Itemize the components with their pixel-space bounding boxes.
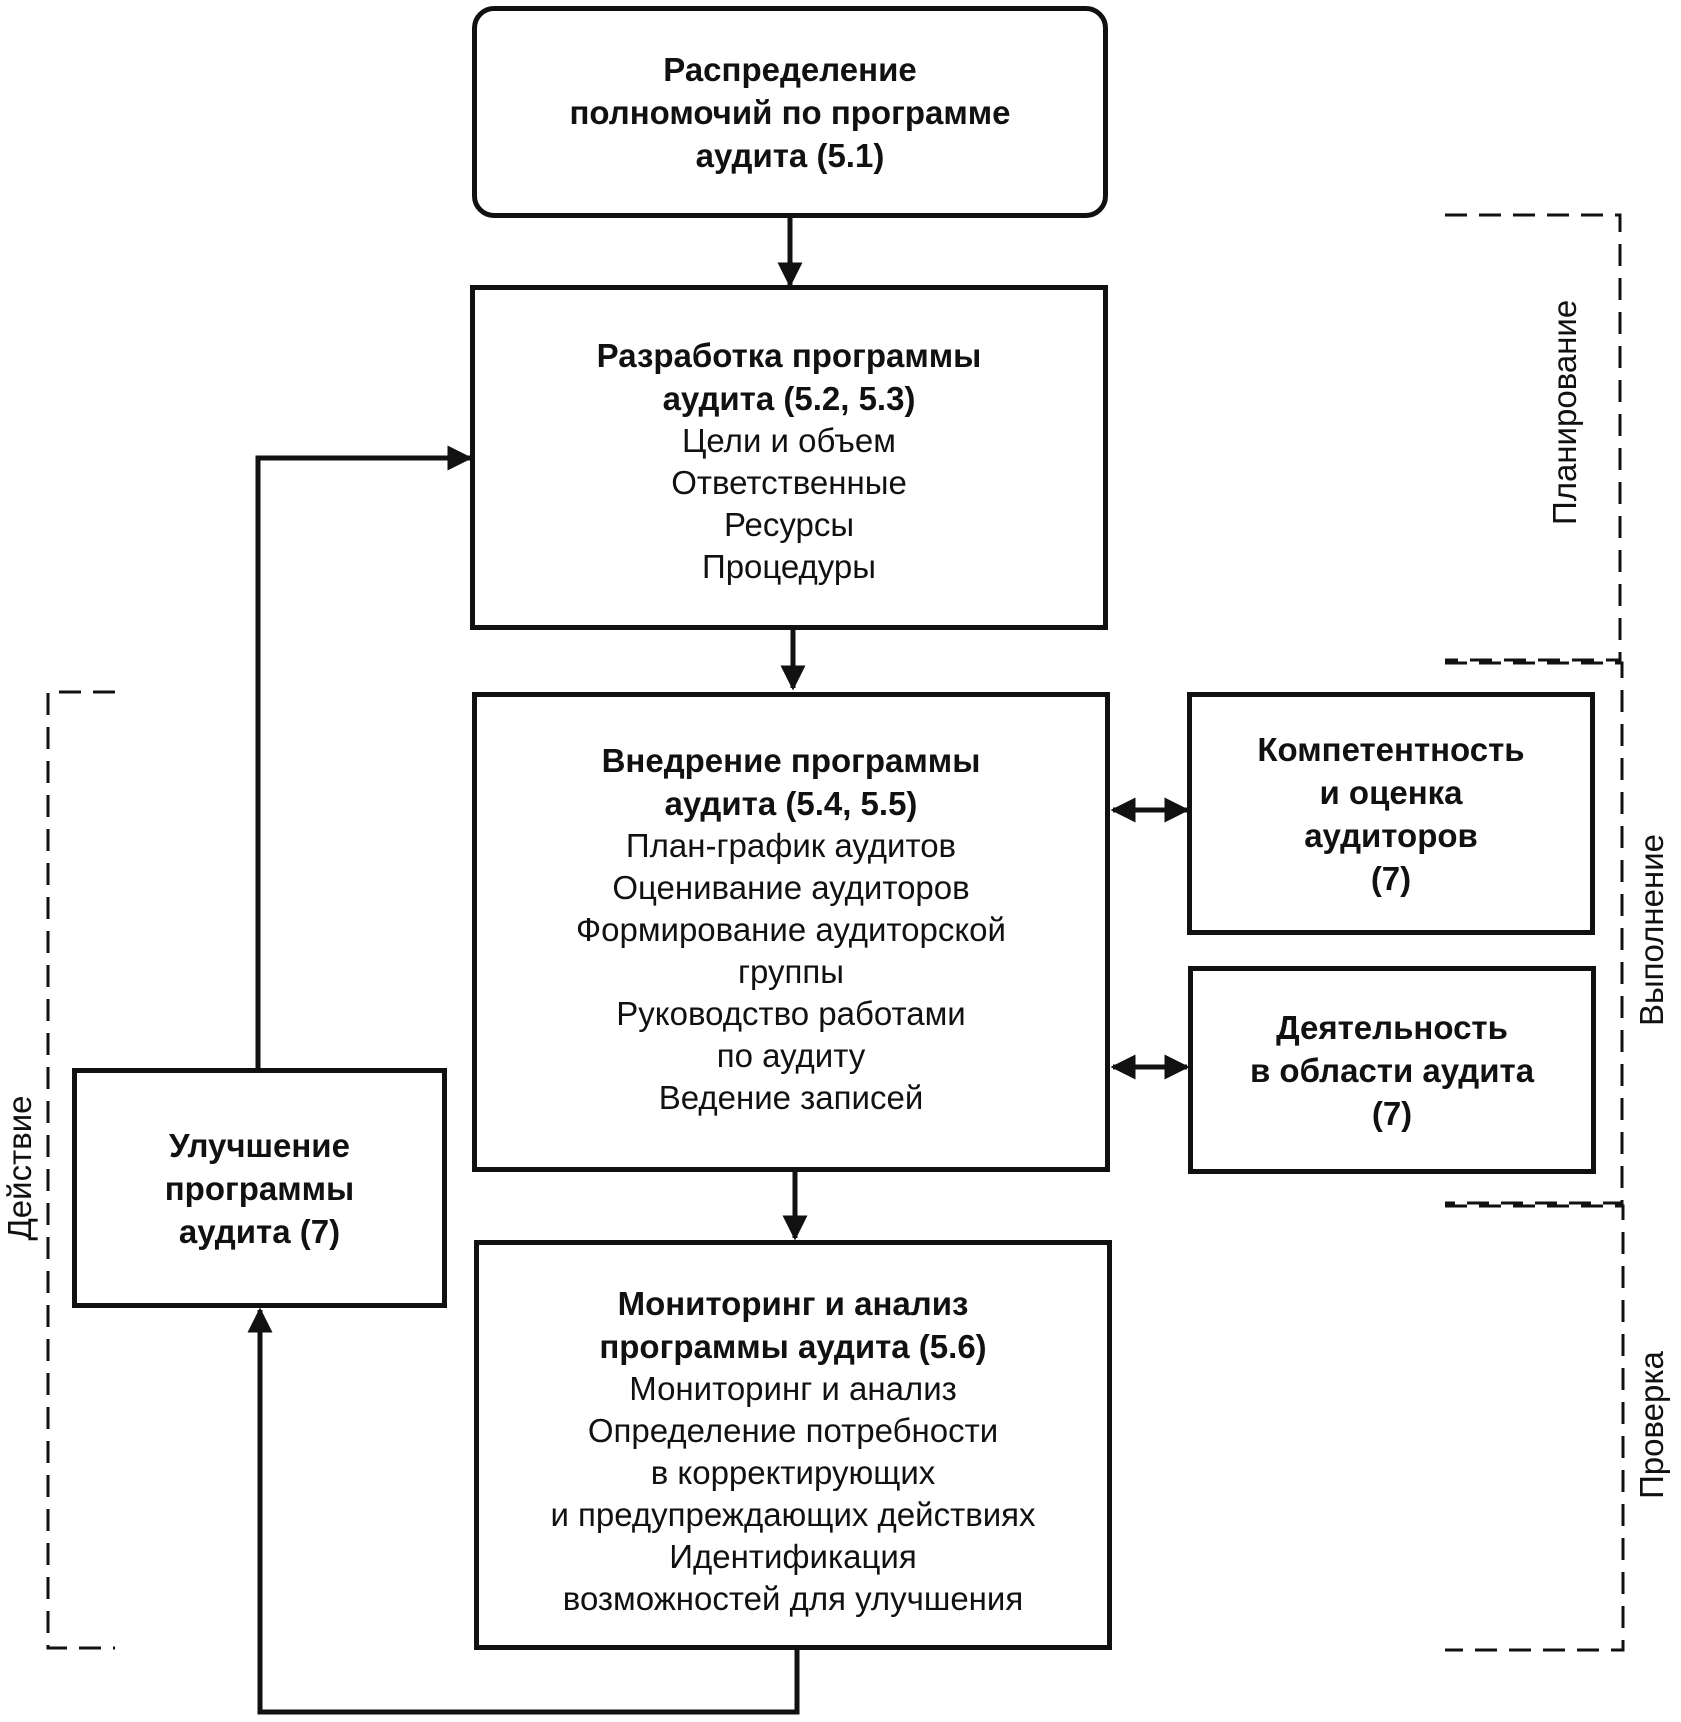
develop-box: Разработка программы аудита (5.2, 5.3) Ц… — [470, 285, 1108, 630]
monitoring-item: Мониторинг и анализ — [629, 1370, 957, 1407]
arrow-monitoring-to-improve — [247, 1307, 800, 1715]
phase-label-planning: Планирование — [1546, 299, 1583, 525]
implement-items: План-график аудитов Оценивание аудиторов… — [576, 825, 1006, 1119]
implement-item: Руководство работами по аудиту — [616, 995, 966, 1074]
authority-title: Распределение полномочий по программе ау… — [569, 50, 1011, 174]
monitoring-title: Мониторинг и анализ программы аудита (5.… — [599, 1285, 987, 1365]
implement-box: Внедрение программы аудита (5.4, 5.5) Пл… — [472, 692, 1110, 1172]
authority-box: Распределение полномочий по программе ау… — [472, 6, 1108, 218]
implement-item: Оценивание аудиторов — [612, 869, 970, 906]
competence-title: Компетентность и оценка аудиторов (7) — [1257, 730, 1525, 897]
implement-item: План-график аудитов — [625, 827, 957, 864]
improve-title: Улучшение программы аудита (7) — [164, 1126, 355, 1250]
monitoring-box: Мониторинг и анализ программы аудита (5.… — [474, 1240, 1112, 1650]
bracket-planning — [1445, 213, 1622, 662]
monitoring-item: Идентификация возможностей для улучшения — [562, 1538, 1024, 1617]
develop-item: Процедуры — [701, 548, 877, 585]
monitoring-items: Мониторинг и анализ Определение потребно… — [550, 1368, 1035, 1620]
arrow-improve-to-develop — [255, 445, 473, 1068]
activity-title: Деятельность в области аудита (7) — [1249, 1008, 1535, 1132]
implement-item: Формирование аудиторской группы — [576, 911, 1006, 990]
develop-item: Ресурсы — [723, 506, 855, 543]
implement-item: Ведение записей — [658, 1079, 924, 1116]
activity-box: Деятельность в области аудита (7) — [1188, 966, 1596, 1174]
monitoring-item: Определение потребности в корректирующих… — [550, 1412, 1036, 1533]
develop-item: Ответственные — [671, 464, 907, 501]
bracket-action — [46, 690, 115, 1650]
phase-label-checking: Проверка — [1633, 1351, 1670, 1499]
develop-item: Цели и объем — [682, 422, 896, 459]
bracket-execution — [1445, 661, 1624, 1205]
develop-items: Цели и объем Ответственные Ресурсы Проце… — [671, 420, 907, 588]
improve-box: Улучшение программы аудита (7) — [72, 1068, 447, 1308]
develop-title: Разработка программы аудита (5.2, 5.3) — [596, 337, 982, 417]
implement-title: Внедрение программы аудита (5.4, 5.5) — [601, 742, 981, 822]
phase-label-execution: Выполнение — [1633, 833, 1670, 1027]
phase-label-action: Действие — [1, 1095, 38, 1241]
competence-box: Компетентность и оценка аудиторов (7) — [1187, 692, 1595, 935]
bracket-checking — [1445, 1204, 1625, 1652]
